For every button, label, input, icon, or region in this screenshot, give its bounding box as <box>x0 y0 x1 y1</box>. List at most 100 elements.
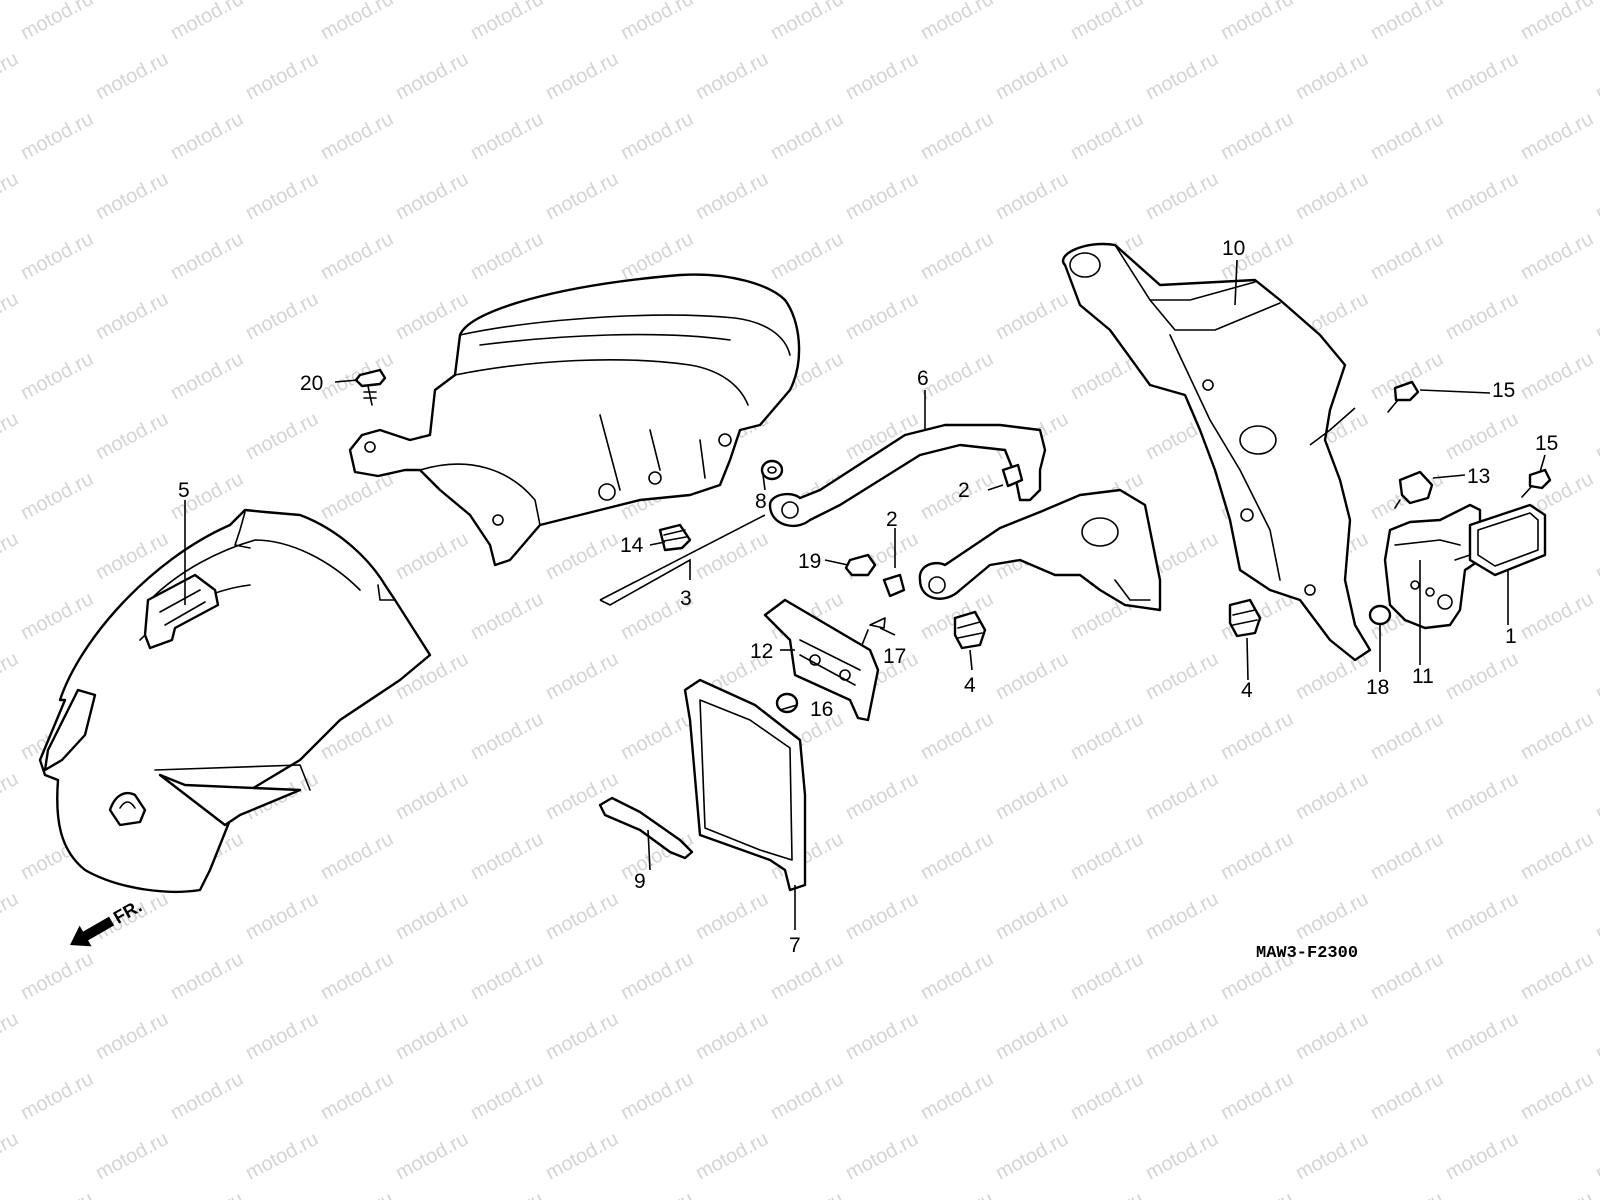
watermark-text: motod.ru <box>1442 768 1522 824</box>
watermark-text: motod.ru <box>617 1188 697 1200</box>
reflector-part <box>1454 503 1547 577</box>
watermark-text: motod.ru <box>1592 48 1600 104</box>
flap-frame-part <box>683 678 807 892</box>
watermark-text: motod.ru <box>1517 0 1597 44</box>
watermark-text: motod.ru <box>917 1188 997 1200</box>
watermark-text: motod.ru <box>1592 528 1600 584</box>
watermark-text: motod.ru <box>317 948 397 1004</box>
callout-11: 11 <box>1412 665 1434 688</box>
callout-13: 13 <box>1467 465 1490 488</box>
watermark-text: motod.ru <box>92 48 172 104</box>
watermark-text: motod.ru <box>842 48 922 104</box>
watermark-text: motod.ru <box>317 828 397 884</box>
watermark-text: motod.ru <box>1592 888 1600 944</box>
front-arrow-icon <box>70 916 115 947</box>
watermark-text: motod.ru <box>1217 828 1297 884</box>
watermark-text: motod.ru <box>542 888 622 944</box>
watermark-text: motod.ru <box>167 1068 247 1124</box>
watermark-text: motod.ru <box>1217 1188 1297 1200</box>
watermark-text: motod.ru <box>1442 888 1522 944</box>
watermark-text: motod.ru <box>1292 888 1372 944</box>
watermark-text: motod.ru <box>1292 1008 1372 1064</box>
watermark-text: motod.ru <box>17 0 97 44</box>
watermark-text: motod.ru <box>317 0 397 44</box>
callout-16: 16 <box>810 698 833 721</box>
watermark-text: motod.ru <box>617 0 697 44</box>
watermark-text: motod.ru <box>1517 228 1597 284</box>
watermark-text: motod.ru <box>617 1068 697 1124</box>
watermark-text: motod.ru <box>317 108 397 164</box>
watermark-text: motod.ru <box>242 168 322 224</box>
watermark-text: motod.ru <box>92 288 172 344</box>
watermark-text: motod.ru <box>1292 768 1372 824</box>
watermark-text: motod.ru <box>467 1068 547 1124</box>
watermark-text: motod.ru <box>92 408 172 464</box>
watermark-text: motod.ru <box>692 48 772 104</box>
watermark-text: motod.ru <box>467 948 547 1004</box>
watermark-text: motod.ru <box>1367 108 1447 164</box>
watermark-text: motod.ru <box>392 1008 472 1064</box>
watermark-text: motod.ru <box>692 168 772 224</box>
watermark-text: motod.ru <box>1142 1008 1222 1064</box>
watermark-text: motod.ru <box>392 48 472 104</box>
watermark-text: motod.ru <box>917 708 997 764</box>
watermark-text: motod.ru <box>767 1188 847 1200</box>
watermark-text: motod.ru <box>1367 828 1447 884</box>
watermark-text: motod.ru <box>17 348 97 404</box>
watermark-text: motod.ru <box>917 1068 997 1124</box>
watermark-text: motod.ru <box>917 228 997 284</box>
watermark-text: motod.ru <box>1442 1008 1522 1064</box>
watermark-text: motod.ru <box>0 528 22 584</box>
callout-12: 12 <box>750 640 773 663</box>
watermark-text: motod.ru <box>617 948 697 1004</box>
watermark-text: motod.ru <box>1517 948 1597 1004</box>
watermark-text: motod.ru <box>0 1128 22 1184</box>
watermark-text: motod.ru <box>917 348 997 404</box>
watermark-text: motod.ru <box>1067 1068 1147 1124</box>
watermark-text: motod.ru <box>767 0 847 44</box>
watermark-text: motod.ru <box>1067 0 1147 44</box>
watermark-text: motod.ru <box>1367 1068 1447 1124</box>
callout-8: 8 <box>755 490 767 513</box>
watermark-text: motod.ru <box>992 768 1072 824</box>
watermark-text: motod.ru <box>1592 1008 1600 1064</box>
watermark-text: motod.ru <box>767 1068 847 1124</box>
watermark-text: motod.ru <box>1517 1068 1597 1124</box>
callout-5: 5 <box>178 479 190 502</box>
watermark-text: motod.ru <box>842 768 922 824</box>
callout-17: 17 <box>883 645 906 668</box>
watermark-text: motod.ru <box>767 948 847 1004</box>
watermark-text: motod.ru <box>1067 108 1147 164</box>
watermark-text: motod.ru <box>767 228 847 284</box>
callout-10: 10 <box>1222 237 1245 260</box>
trim-strip-part <box>598 796 694 860</box>
watermark-text: motod.ru <box>992 288 1072 344</box>
watermark-text: motod.ru <box>92 1128 172 1184</box>
watermark-text: motod.ru <box>392 168 472 224</box>
watermark-text: motod.ru <box>1442 288 1522 344</box>
watermark-text: motod.ru <box>0 408 22 464</box>
watermark-text: motod.ru <box>242 1128 322 1184</box>
watermark-text: motod.ru <box>1592 648 1600 704</box>
watermark-text: motod.ru <box>317 228 397 284</box>
callout-7: 7 <box>789 934 801 957</box>
watermark-text: motod.ru <box>1367 0 1447 44</box>
callout-1: 1 <box>1505 625 1517 648</box>
watermark-text: motod.ru <box>317 1188 397 1200</box>
watermark-text: motod.ru <box>692 888 772 944</box>
watermark-text: motod.ru <box>1067 1188 1147 1200</box>
watermark-text: motod.ru <box>17 1188 97 1200</box>
watermark-text: motod.ru <box>692 528 772 584</box>
watermark-text: motod.ru <box>1292 1128 1372 1184</box>
watermark-text: motod.ru <box>542 528 622 584</box>
watermark-text: motod.ru <box>392 768 472 824</box>
watermark-text: motod.ru <box>467 108 547 164</box>
watermark-text: motod.ru <box>1217 108 1297 164</box>
watermark-text: motod.ru <box>1442 648 1522 704</box>
watermark-text: motod.ru <box>92 168 172 224</box>
watermark-text: motod.ru <box>542 648 622 704</box>
watermark-text: motod.ru <box>167 948 247 1004</box>
watermark-text: motod.ru <box>692 1128 772 1184</box>
watermark-text: motod.ru <box>842 168 922 224</box>
